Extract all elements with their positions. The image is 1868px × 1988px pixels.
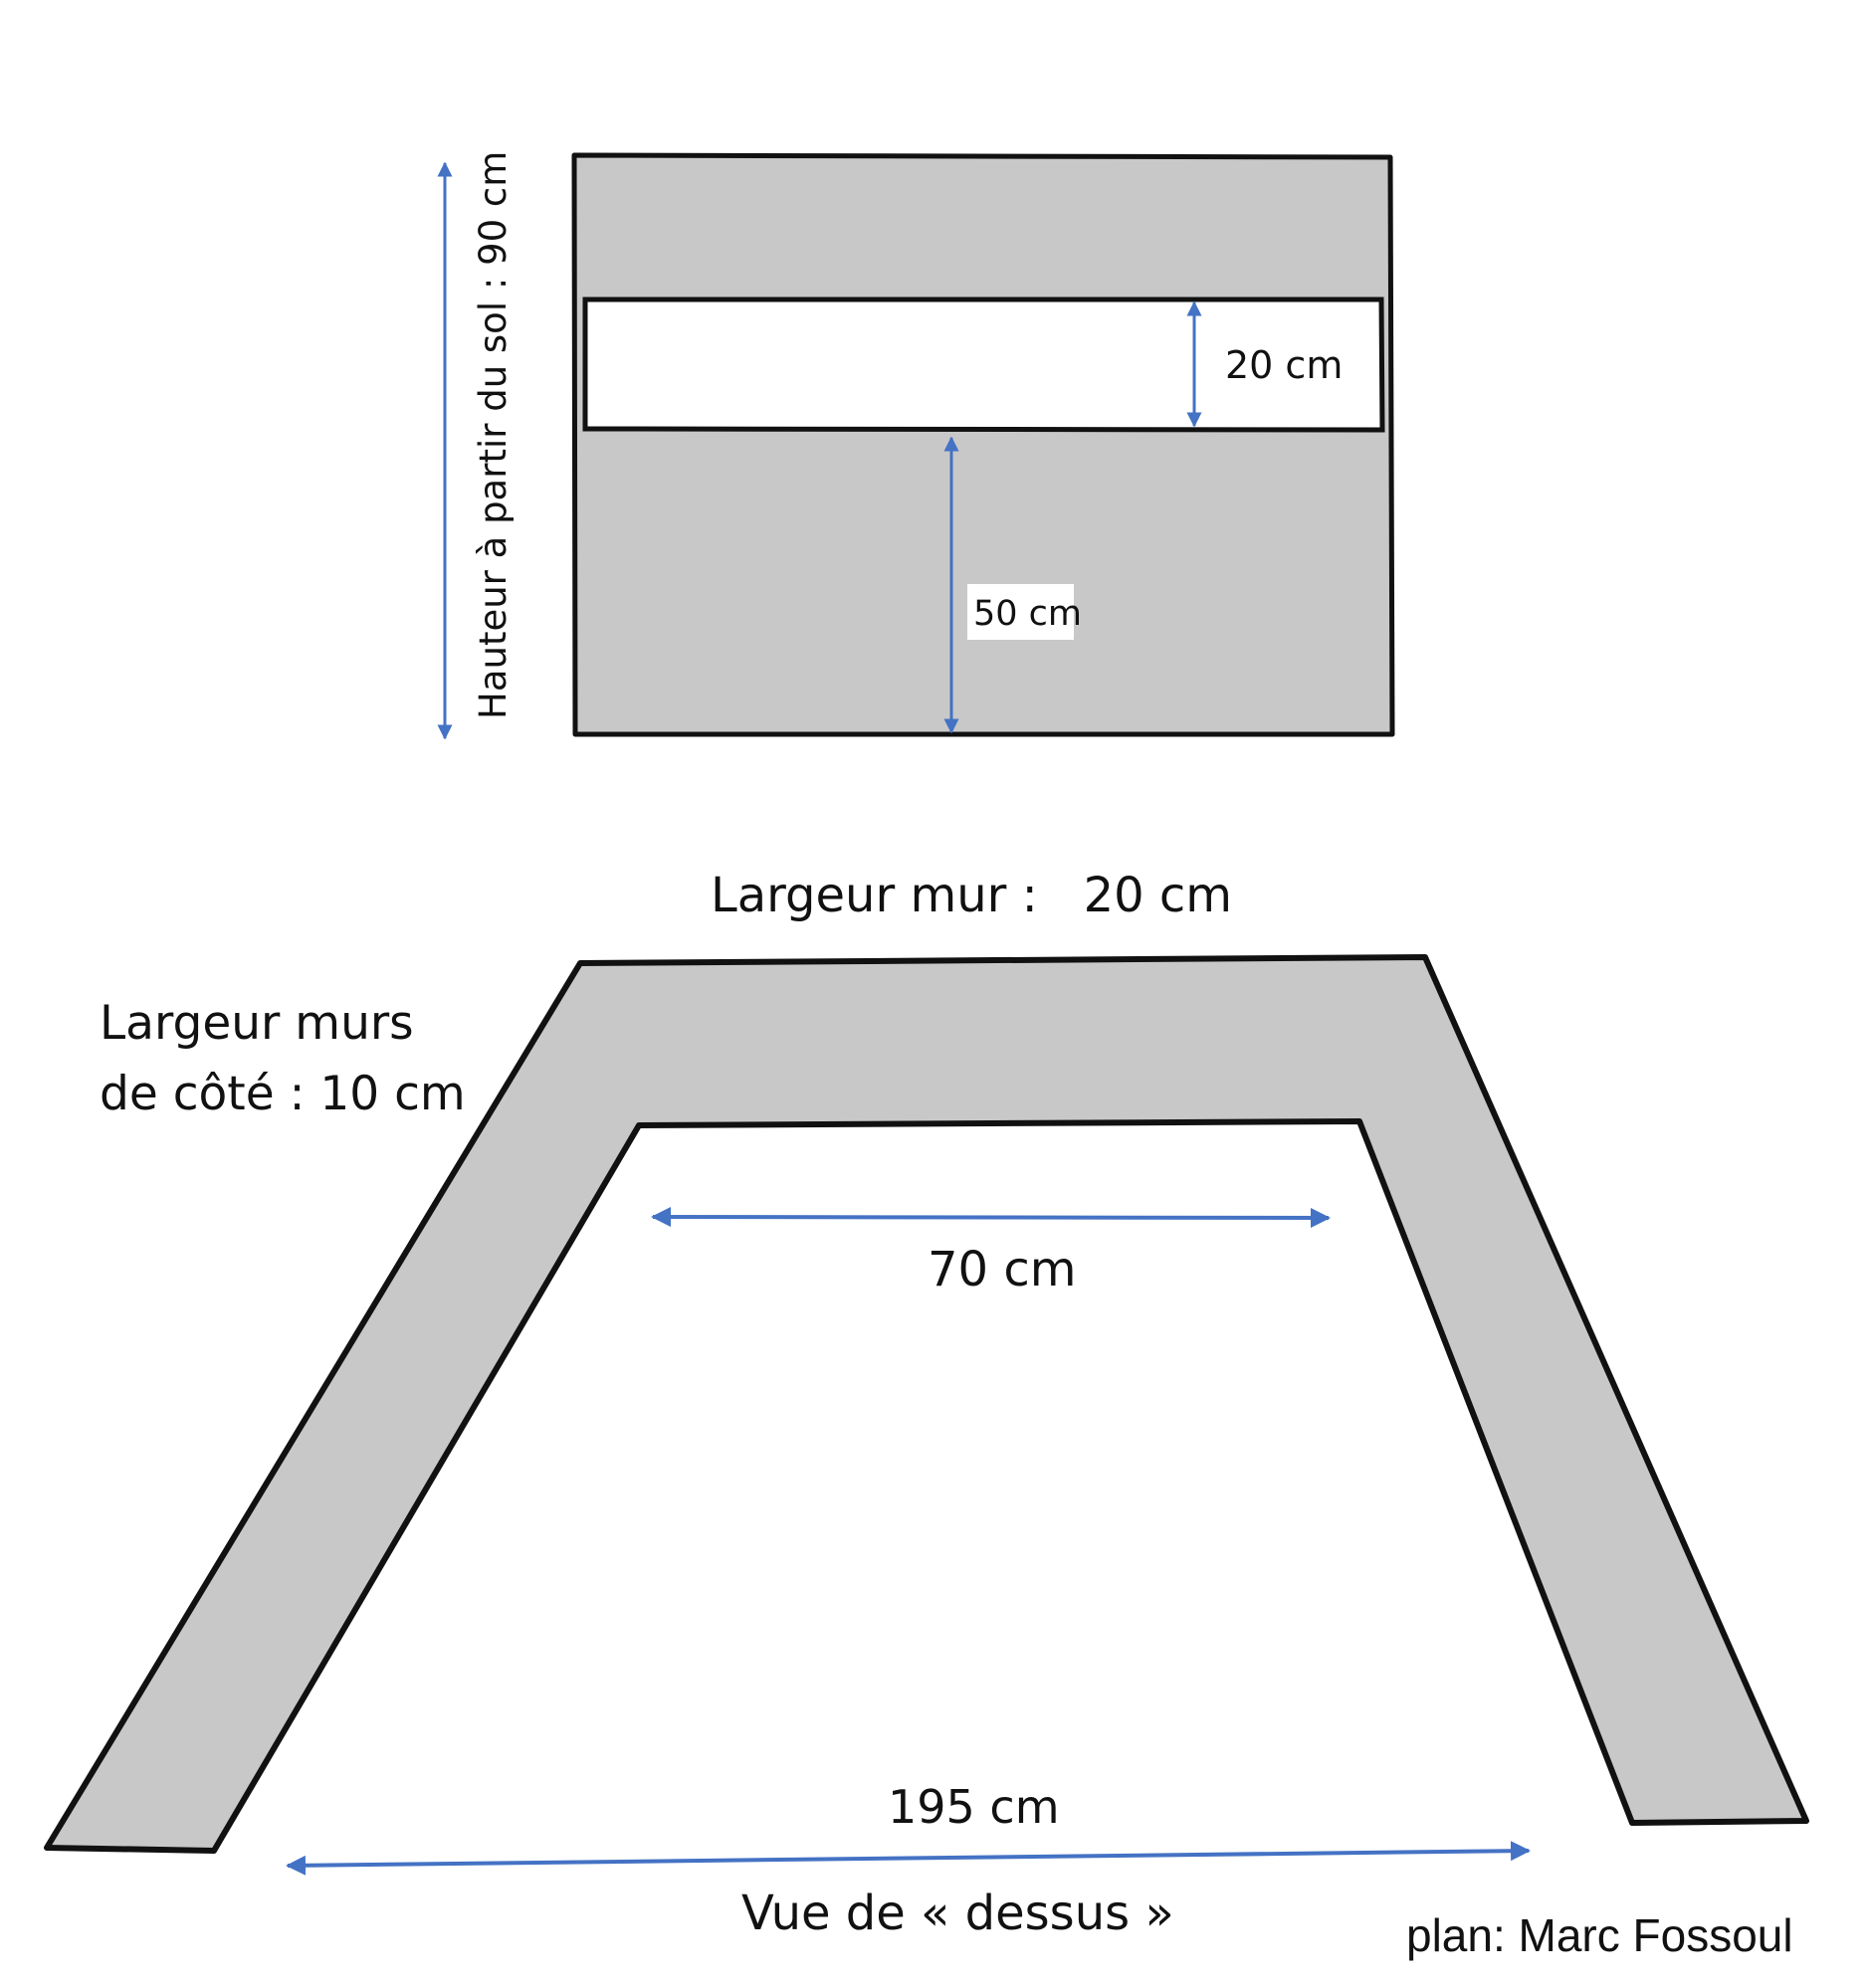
inner-width-label: 70 cm [928, 1242, 1076, 1297]
front-slot [582, 297, 1385, 433]
front-wall [571, 152, 1395, 737]
top-view-caption: Vue de « dessus » [741, 1886, 1174, 1941]
slot-base-label: 50 cm [973, 594, 1082, 634]
top-view: Largeur mur : 20 cm Largeur murs de côté… [44, 868, 1809, 1941]
side-walls-label-line2: de côté : 10 cm [100, 1067, 466, 1121]
top-wall-shape [44, 954, 1809, 1854]
outer-width-label: 195 cm [888, 1780, 1060, 1834]
height-label: Hauteur à partir du sol : 90 cm [472, 151, 515, 719]
credit-text: plan: Marc Fossoul [1406, 1909, 1793, 1961]
slot-height-label: 20 cm [1225, 343, 1343, 387]
slot-base-label-bg [967, 584, 1074, 640]
inner-width-arrow [651, 1207, 1331, 1228]
front-view: Hauteur à partir du sol : 90 cm 20 cm 50… [437, 151, 1395, 740]
side-walls-label-line1: Largeur murs [100, 996, 414, 1051]
outer-width-arrow [286, 1841, 1531, 1876]
back-wall-label: Largeur mur : 20 cm [711, 868, 1232, 923]
